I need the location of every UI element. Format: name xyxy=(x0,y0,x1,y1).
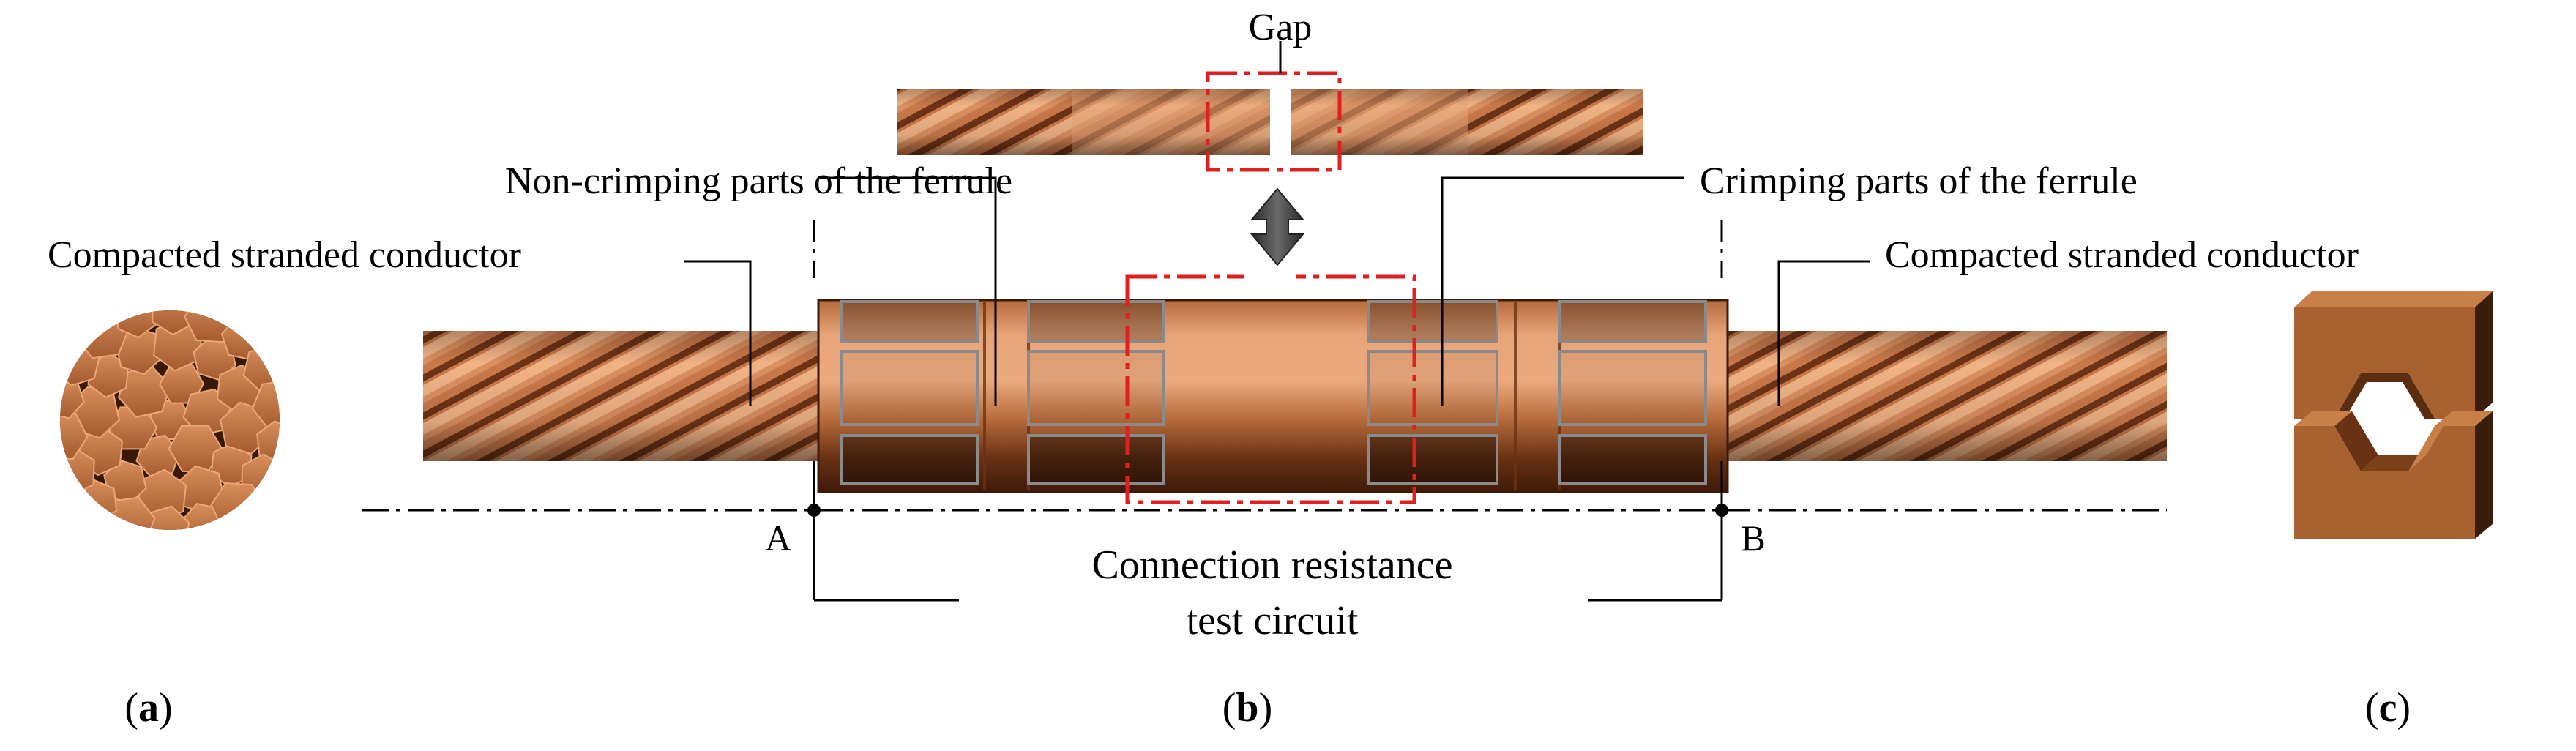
crimping-die xyxy=(2294,291,2493,539)
test-circuit-label-line1: Connection resistance xyxy=(1092,542,1453,588)
panel-c-label: (c) xyxy=(2365,685,2411,731)
test-circuit-lines xyxy=(813,220,1723,602)
ferrule-section-detail: Gap xyxy=(897,7,1643,172)
gap-cut xyxy=(1270,82,1291,162)
gap-label: Gap xyxy=(1249,7,1313,48)
double-arrow-icon xyxy=(1250,187,1305,266)
strand-sectors xyxy=(60,310,280,530)
crimp-panel xyxy=(1027,300,1165,343)
strand-sector xyxy=(75,310,130,359)
left-stranded-conductor xyxy=(423,331,818,461)
non-crimping-label: Non-crimping parts of the ferrule xyxy=(505,160,1012,202)
crimp-panel xyxy=(1367,300,1498,343)
conductor-cross-section xyxy=(60,310,280,530)
leader-lines xyxy=(684,176,1870,406)
crimp-highlight-box xyxy=(1125,274,1416,504)
point-b-label: B xyxy=(1741,518,1765,558)
crimp-panel xyxy=(1367,434,1498,485)
strand-sector xyxy=(256,420,280,466)
lower-die xyxy=(2294,411,2493,539)
point-a-marker xyxy=(807,504,821,517)
crimp-panel xyxy=(840,434,979,485)
crimp-panel xyxy=(1027,434,1165,485)
point-b-marker xyxy=(1715,504,1728,517)
crimp-panel xyxy=(840,350,979,426)
panel-b-label: (b) xyxy=(1222,685,1272,731)
right-stranded-conductor xyxy=(1728,331,2167,461)
test-circuit-label-line2: test circuit xyxy=(1187,598,1359,643)
conductor-label-right: Compacted stranded conductor xyxy=(1885,234,2359,276)
gap-highlight-box xyxy=(1206,71,1342,172)
panel-a-label: (a) xyxy=(124,685,172,731)
strand-sector xyxy=(152,310,196,336)
crimp-panel xyxy=(1558,300,1707,343)
crimp-panel xyxy=(840,300,979,343)
strand-sector xyxy=(220,316,266,361)
crimping-label: Crimping parts of the ferrule xyxy=(1700,160,2138,202)
crimp-panel xyxy=(1558,434,1707,485)
upper-die xyxy=(2294,291,2493,419)
strand-sector xyxy=(75,479,118,525)
ferrule xyxy=(817,299,1729,493)
crimp-panel xyxy=(1558,350,1707,426)
crimp-panel xyxy=(1367,350,1498,426)
crimp-panel xyxy=(1027,350,1165,426)
conductor-label-left: Compacted stranded conductor xyxy=(48,234,521,276)
cable-ferrule-assembly xyxy=(423,272,2167,504)
crimp-segments xyxy=(840,300,1707,485)
point-a-label: A xyxy=(765,518,791,558)
